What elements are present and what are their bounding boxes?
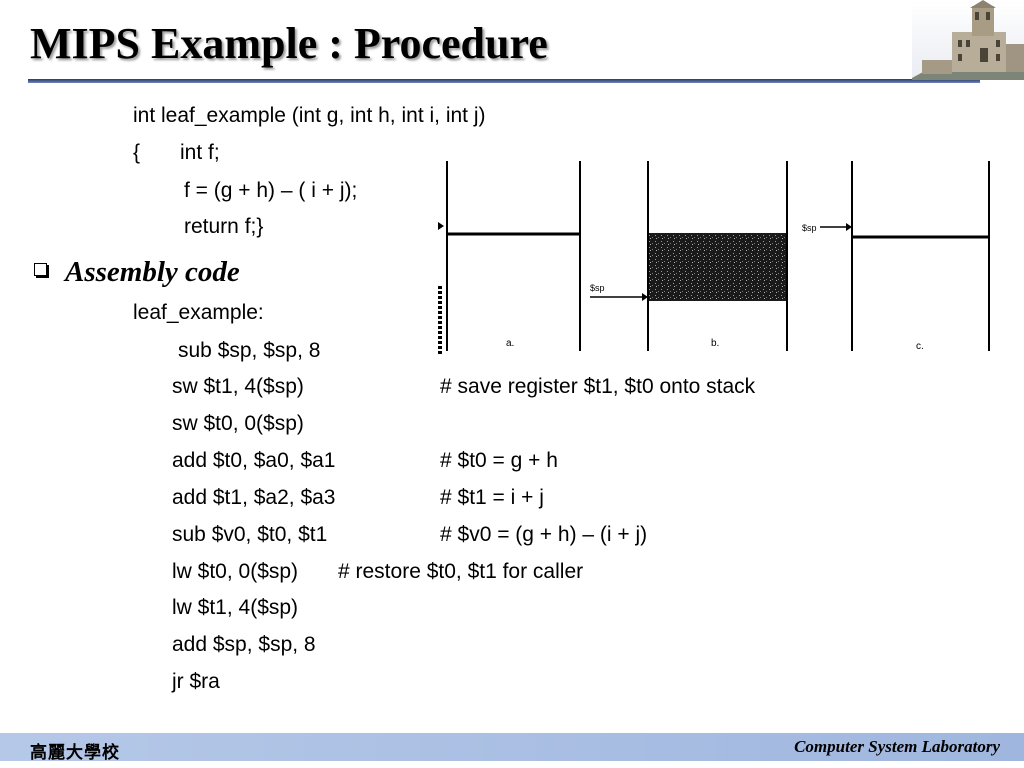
asm-comment: # save register $t1, $t0 onto stack: [440, 375, 756, 398]
square-bullet-icon: [34, 263, 47, 276]
bullet-text: Assembly code: [65, 256, 240, 288]
panel-c-label: c.: [916, 341, 924, 352]
panel-a-label: a.: [506, 338, 514, 349]
asm-code: sw $t0, 0($sp): [172, 412, 304, 435]
asm-code: lw $t0, 0($sp): [172, 560, 299, 583]
footer-band: 高麗大學校 Computer System Laboratory: [0, 733, 1024, 763]
panel-c-sp-label: $sp: [802, 223, 817, 233]
asm-code: add $sp, $sp, 8: [172, 633, 316, 656]
bullet-item: Assembly code: [34, 256, 240, 289]
slide-title: MIPS Example : Procedure: [30, 19, 548, 68]
c-code-line: int leaf_example (int g, int h, int i, i…: [133, 104, 486, 127]
asm-code: sub $sp, $sp, 8: [178, 339, 321, 362]
asm-label: leaf_example:: [133, 301, 264, 324]
asm-code: lw $t1, 4($sp): [172, 596, 299, 619]
footer-lab-name: Computer System Laboratory: [794, 737, 1000, 756]
c-code-line: return f;}: [184, 215, 264, 238]
title-underline: [28, 79, 980, 83]
asm-comment: # restore $t0, $t1 for caller: [338, 560, 584, 583]
panel-c-sp-arrowhead: [846, 223, 852, 231]
panel-b-label: b.: [711, 338, 719, 349]
panel-b-sp-arrowhead: [642, 293, 648, 301]
university-building-icon: [912, 0, 1024, 80]
asm-comment: # $t1 = i + j: [440, 486, 544, 509]
stack-diagram: a. $sp b. $sp c.: [438, 156, 994, 356]
asm-code: sw $t1, 4($sp): [172, 375, 304, 398]
asm-comment: # $v0 = (g + h) – (i + j): [440, 523, 648, 546]
panel-b-sp-label: $sp: [590, 283, 605, 293]
c-code-line: int f;: [180, 141, 220, 164]
panel-b-stack-frame: [649, 233, 786, 301]
panel-a-sp-arrow: [438, 222, 444, 230]
asm-comment: # $t0 = g + h: [440, 449, 558, 472]
asm-code: add $t1, $a2, $a3: [172, 486, 336, 509]
c-code-brace: {: [133, 141, 141, 164]
footer-university-name: 高麗大學校: [30, 743, 120, 763]
c-code-line: f = (g + h) – ( i + j);: [184, 179, 358, 202]
asm-code: add $t0, $a0, $a1: [172, 449, 336, 472]
asm-code: sub $v0, $t0, $t1: [172, 523, 328, 546]
asm-code: jr $ra: [172, 670, 220, 693]
